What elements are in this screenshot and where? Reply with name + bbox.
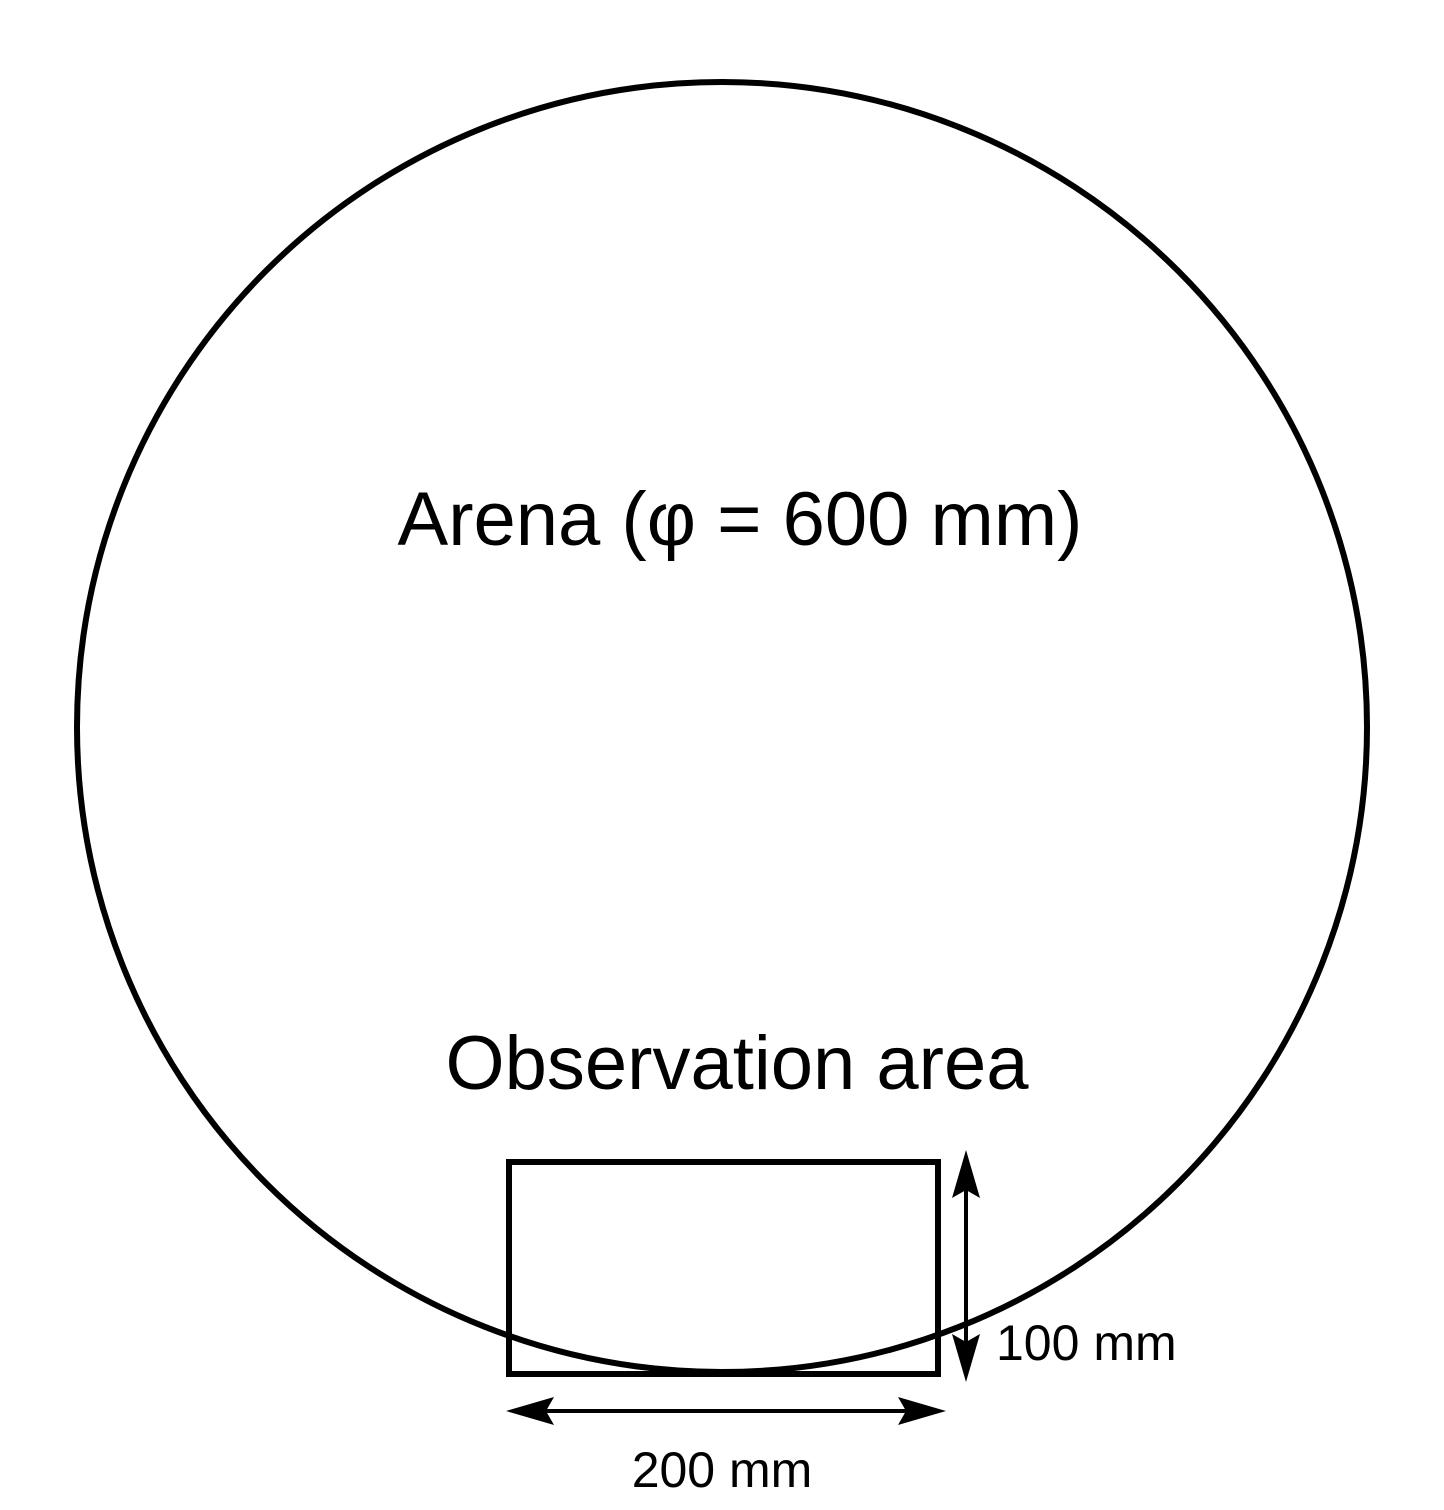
observation-area-label: Observation area bbox=[446, 1021, 1030, 1106]
arrowhead-down-icon bbox=[952, 1334, 980, 1382]
height-dimension-label: 100 mm bbox=[996, 1315, 1177, 1371]
width-dimension-arrow bbox=[506, 1397, 946, 1425]
arrowhead-up-icon bbox=[952, 1150, 980, 1198]
height-dimension-arrow bbox=[952, 1150, 980, 1382]
arena-label: Arena (φ = 600 mm) bbox=[398, 477, 1083, 562]
arena-circle bbox=[74, 79, 1370, 1375]
arrowhead-left-icon bbox=[506, 1397, 554, 1425]
width-dimension-label: 200 mm bbox=[632, 1442, 813, 1498]
arrowhead-right-icon bbox=[898, 1397, 946, 1425]
observation-area-rect bbox=[506, 1159, 941, 1377]
